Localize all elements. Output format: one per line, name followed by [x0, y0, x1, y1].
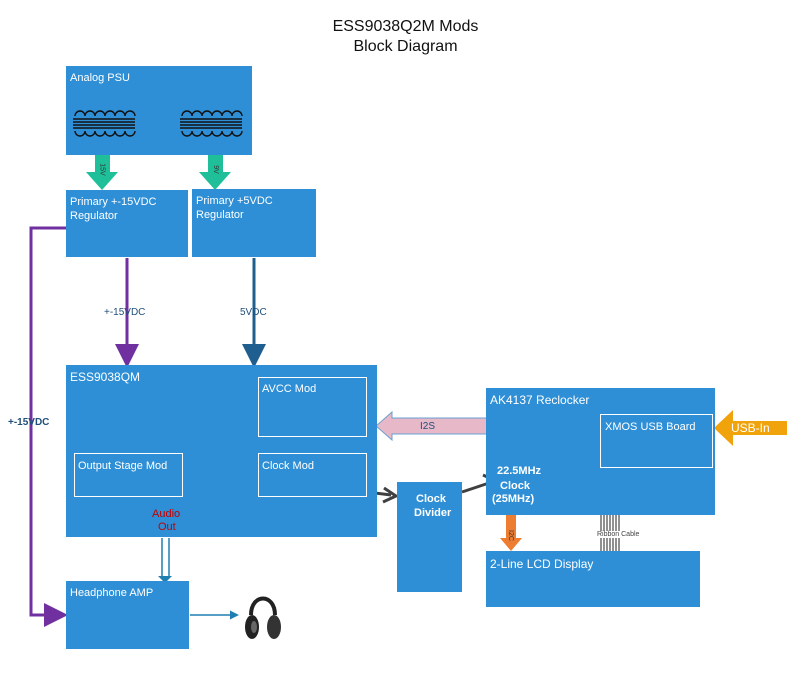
- diagram-title-line1: ESS9038Q2M Mods: [332, 18, 479, 35]
- arrow-usb-in: [714, 410, 787, 446]
- lcd-display-label: 2-Line LCD Display: [490, 557, 594, 571]
- primary-5v-label-line1: Primary +5VDC: [196, 195, 273, 207]
- clock-mod-block: Clock Mod: [258, 453, 367, 497]
- label-pm15vdc: +-15VDC: [104, 307, 146, 318]
- transformer-icon-2: [180, 110, 243, 137]
- label-side-15vdc: +-15VDC: [8, 417, 50, 428]
- analog-psu-block: Analog PSU: [66, 66, 252, 155]
- audio-out-label-line2: Out: [158, 521, 176, 533]
- reclocker-label: AK4137 Reclocker: [490, 393, 590, 407]
- primary-15v-label-line1: Primary +-15VDC: [70, 196, 157, 208]
- ess9038qm-label: ESS9038QM: [70, 370, 141, 384]
- clock-label-line3: (25MHz): [492, 493, 535, 505]
- headphones-icon: [245, 596, 281, 639]
- audio-out-label-line1: Audio: [152, 508, 181, 520]
- headphone-amp-label: Headphone AMP: [70, 587, 154, 599]
- lcd-display-block: 2-Line LCD Display: [486, 551, 700, 607]
- label-ribbon-cable: Ribbon Cable: [597, 531, 640, 538]
- arrow-i2c: [500, 515, 522, 551]
- label-15v-arrow: 15V: [98, 163, 106, 176]
- label-i2c: I2C: [506, 530, 514, 541]
- arrow-15v: [86, 155, 118, 190]
- label-i2s: I2S: [420, 421, 436, 432]
- ak4137-reclocker-block: AK4137 Reclocker XMOS USB Board 22.5MHz …: [486, 388, 715, 515]
- arrow-9v: [199, 155, 231, 190]
- ess9038qm-block: ESS9038QM AVCC Mod Output Stage Mod Cloc…: [66, 365, 377, 537]
- clock-label-line1: 22.5MHz: [497, 465, 542, 477]
- primary-15v-label-line2: Regulator: [70, 210, 118, 222]
- output-stage-mod-block: Output Stage Mod: [74, 453, 183, 497]
- label-usb-in: USB-In: [731, 421, 770, 435]
- label-9v-arrow: 9V: [211, 165, 219, 174]
- diagram-title-line2: Block Diagram: [353, 38, 458, 55]
- transformer-icon-1: [73, 110, 136, 137]
- primary-5v-regulator-block: Primary +5VDC Regulator: [192, 189, 316, 257]
- clock-label-line2: Clock: [500, 480, 530, 492]
- headphone-amp-block: Headphone AMP: [66, 581, 189, 649]
- avcc-mod-label: AVCC Mod: [262, 383, 317, 395]
- primary-5v-label-line2: Regulator: [196, 209, 244, 221]
- xmos-usb-board-block: XMOS USB Board: [600, 414, 713, 468]
- clock-divider-block: Clock Divider: [397, 482, 462, 592]
- wire-15vdc-to-headphone-amp: [29, 226, 68, 627]
- arrow-i2s: [375, 410, 488, 442]
- clock-divider-label-line2: Divider: [414, 507, 452, 519]
- clock-divider-label-line1: Clock: [416, 493, 446, 505]
- analog-psu-label: Analog PSU: [70, 72, 130, 84]
- output-stage-mod-label: Output Stage Mod: [78, 460, 168, 472]
- xmos-usb-board-label: XMOS USB Board: [605, 421, 696, 433]
- primary-15v-regulator-block: Primary +-15VDC Regulator: [66, 190, 188, 257]
- clock-mod-label: Clock Mod: [262, 460, 314, 472]
- avcc-mod-block: AVCC Mod: [258, 377, 367, 437]
- label-5vdc: 5VDC: [240, 307, 267, 318]
